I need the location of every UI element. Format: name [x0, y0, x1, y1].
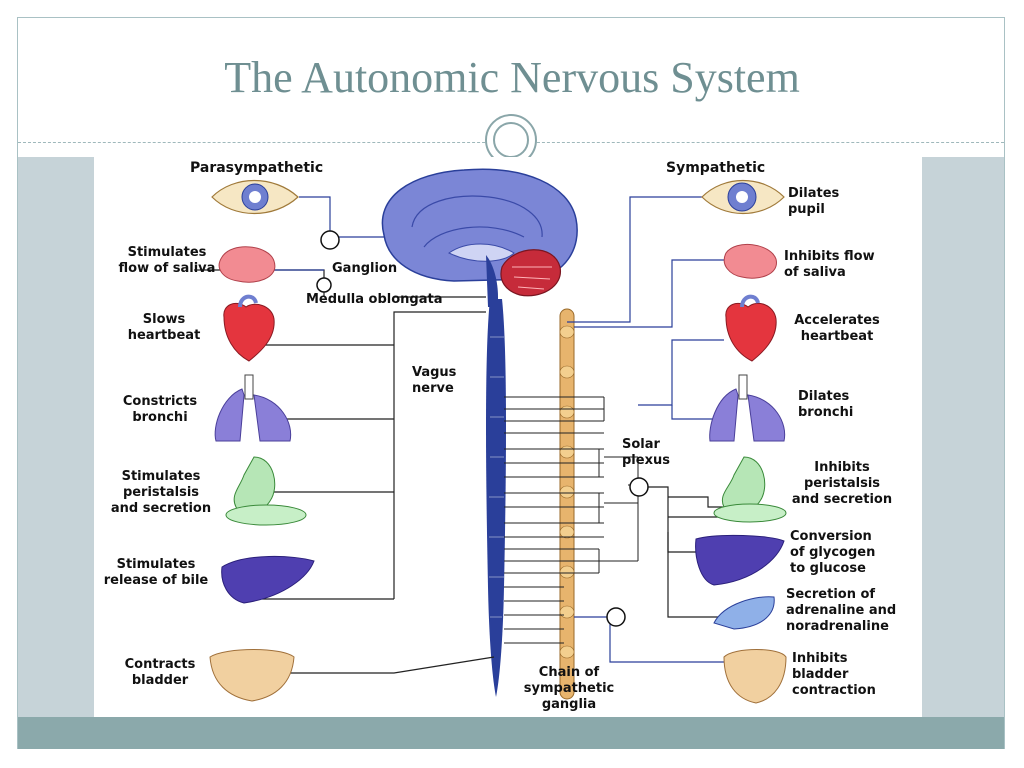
ganglion-eye — [320, 230, 340, 250]
label-constricts-bronchi: Constricts bronchi — [122, 394, 198, 425]
slide-title: The Autonomic Nervous System — [224, 53, 800, 102]
label-conversion-glycogen: Conversion of glycogen to glucose — [790, 529, 876, 576]
right-salivary-gland — [723, 243, 777, 279]
parasympathetic-heading: Parasympathetic — [190, 160, 324, 176]
brain-stem — [486, 255, 498, 307]
spinal-cord — [486, 299, 506, 697]
left-stomach — [225, 456, 307, 526]
left-liver — [221, 555, 315, 604]
left-bladder — [209, 649, 295, 702]
sympathetic-heading: Sympathetic — [666, 160, 766, 176]
label-stimulates-bile: Stimulates release of bile — [103, 557, 209, 588]
right-adrenal-gland — [713, 596, 775, 630]
label-slows-heartbeat: Slows heartbeat — [127, 312, 201, 343]
label-solar-plexus: Solar plexus — [622, 437, 670, 468]
left-salivary-gland — [218, 246, 276, 283]
right-bladder — [723, 649, 787, 704]
left-eye — [211, 180, 299, 214]
right-stomach — [713, 456, 787, 523]
label-inhibits-peristalsis: Inhibits peristalsis and secretion — [791, 460, 893, 507]
label-secretion-adrenaline: Secretion of adrenaline and noradrenalin… — [786, 587, 897, 634]
right-liver — [695, 534, 785, 586]
solar-plexus-ganglion — [629, 477, 649, 497]
ganglion-saliva — [316, 277, 332, 293]
diagram-illustration — [194, 168, 787, 704]
right-heart — [725, 294, 777, 362]
label-accelerates-heartbeat: Accelerates heartbeat — [794, 313, 880, 344]
left-side-band — [18, 157, 94, 717]
spinal-segment-marks — [489, 336, 504, 618]
right-eye — [701, 180, 785, 214]
sympathetic-chain — [559, 308, 575, 700]
right-lungs — [709, 374, 786, 442]
nervous-system-diagram: Parasympathetic Sympathetic Stimulates f… — [94, 157, 922, 717]
label-inhibits-saliva: Inhibits flow of saliva — [784, 249, 875, 280]
parasympathetic-lines — [194, 269, 495, 674]
right-side-band — [922, 157, 1004, 717]
label-medulla-oblongata: Medulla oblongata — [306, 292, 443, 307]
label-contracts-bladder: Contracts bladder — [124, 657, 196, 688]
label-ganglion: Ganglion — [332, 261, 398, 276]
footer-band — [18, 717, 1004, 749]
label-stimulates-peristalsis: Stimulates peristalsis and secretion — [110, 469, 212, 516]
spinal-nerve-lines — [504, 396, 639, 644]
parasympathetic-blue-lines — [274, 196, 384, 271]
sympathetic-blue-lines — [567, 196, 730, 663]
bladder-ganglion — [606, 607, 626, 627]
label-dilates-bronchi: Dilates bronchi — [798, 389, 854, 420]
label-inhibits-bladder: Inhibits bladder contraction — [792, 651, 876, 698]
label-stimulates-saliva: Stimulates flow of saliva — [118, 245, 216, 276]
label-vagus-nerve: Vagus nerve — [412, 365, 457, 396]
left-heart — [223, 294, 275, 362]
cerebellum — [500, 249, 561, 297]
label-dilates-pupil: Dilates pupil — [788, 186, 840, 217]
divider-ornament-inner — [493, 122, 529, 158]
left-lungs — [214, 374, 292, 442]
label-chain-sympathetic-ganglia: Chain of sympathetic ganglia — [523, 665, 615, 712]
